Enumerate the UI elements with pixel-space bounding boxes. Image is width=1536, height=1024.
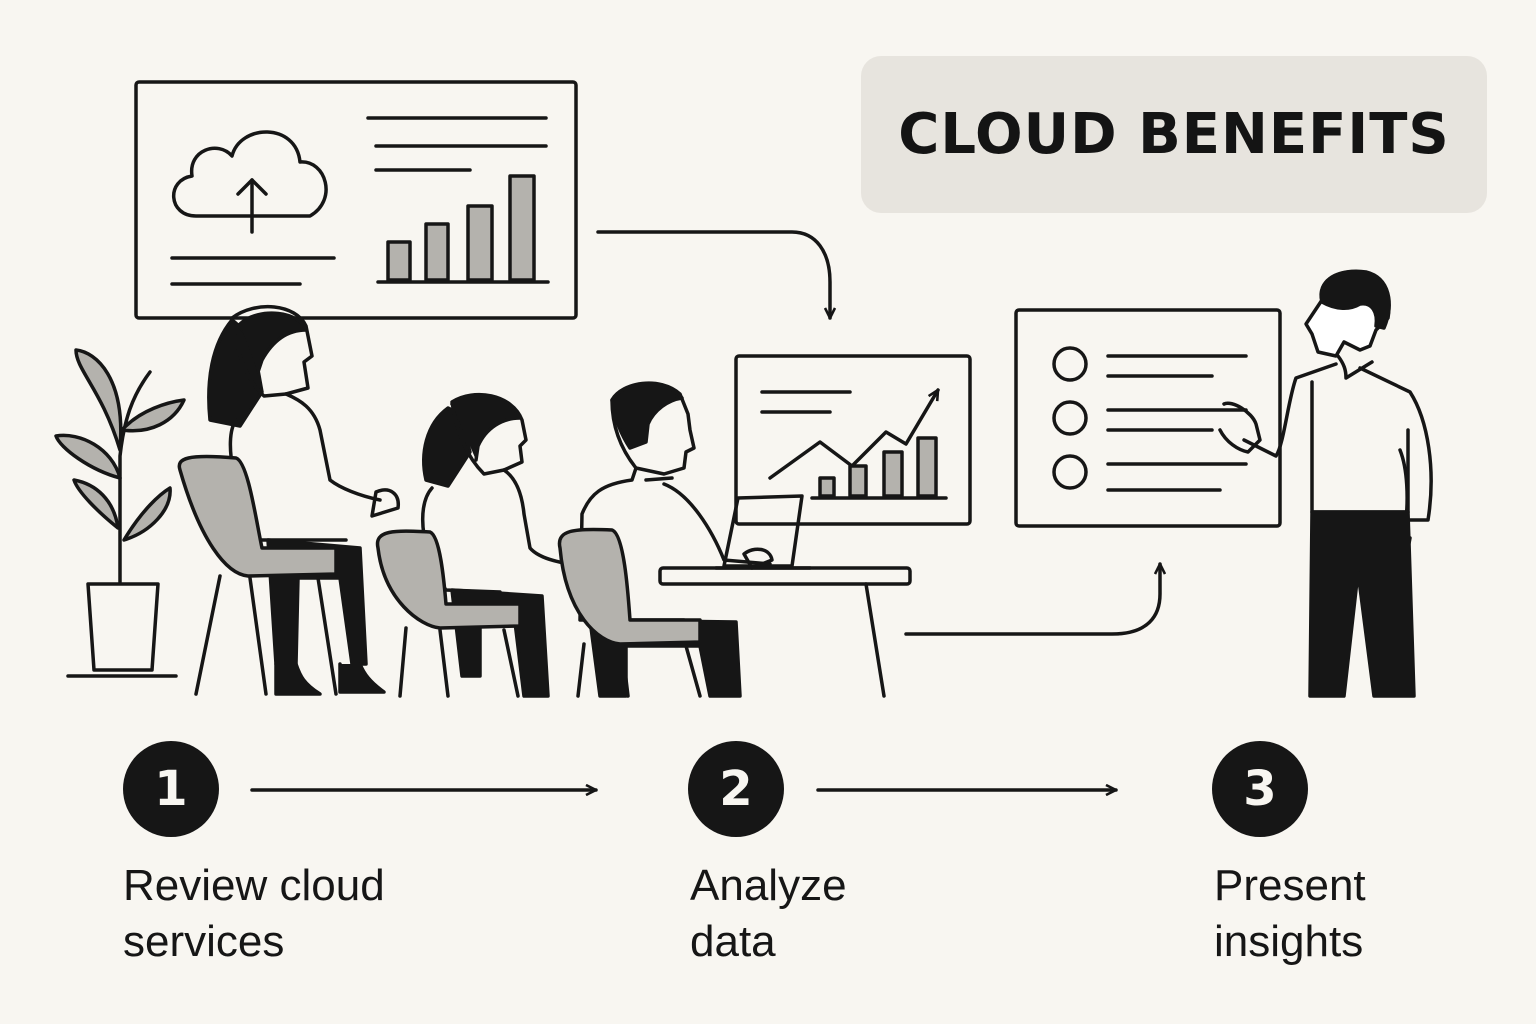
flow-arrow-to-analysis — [596, 230, 830, 320]
checklist-screen — [1014, 308, 1282, 528]
step-badge-2: 2 — [688, 741, 784, 837]
chair-right — [557, 527, 702, 698]
step-label-2-line-2: data — [690, 917, 776, 966]
bar-chart-icon — [386, 174, 536, 282]
person-woman-left — [177, 304, 400, 696]
person-woman-middle — [375, 393, 586, 698]
step-label-1: Review cloud services — [123, 858, 463, 970]
cloud-upload-icon — [172, 130, 328, 234]
title-box: CLOUD BENEFITS — [861, 56, 1487, 213]
line-chart-icon — [768, 388, 940, 480]
step-label-3-line-1: Present — [1214, 861, 1366, 910]
page-title: CLOUD BENEFITS — [898, 102, 1450, 167]
step-label-2: Analyze data — [690, 858, 1030, 970]
person-presenter — [1218, 269, 1433, 698]
chair-middle — [375, 529, 522, 698]
step-label-2-line-1: Analyze — [690, 861, 847, 910]
checklist-icon — [1052, 346, 1088, 490]
step-label-3: Present insights — [1214, 858, 1536, 970]
plant-icon — [54, 348, 186, 678]
analysis-screen — [734, 354, 972, 526]
step-label-3-line-2: insights — [1214, 917, 1364, 966]
step-badge-1: 1 — [123, 741, 219, 837]
step-label-1-line-2: services — [123, 917, 285, 966]
chair-left — [177, 454, 338, 696]
cloud-dashboard-screen — [134, 80, 578, 320]
person-man-laptop — [557, 381, 812, 698]
step-badge-3: 3 — [1212, 741, 1308, 837]
laptop-icon — [714, 494, 812, 570]
step-label-1-line-1: Review cloud — [123, 861, 385, 910]
flow-arrow-to-presentation — [904, 562, 1160, 636]
